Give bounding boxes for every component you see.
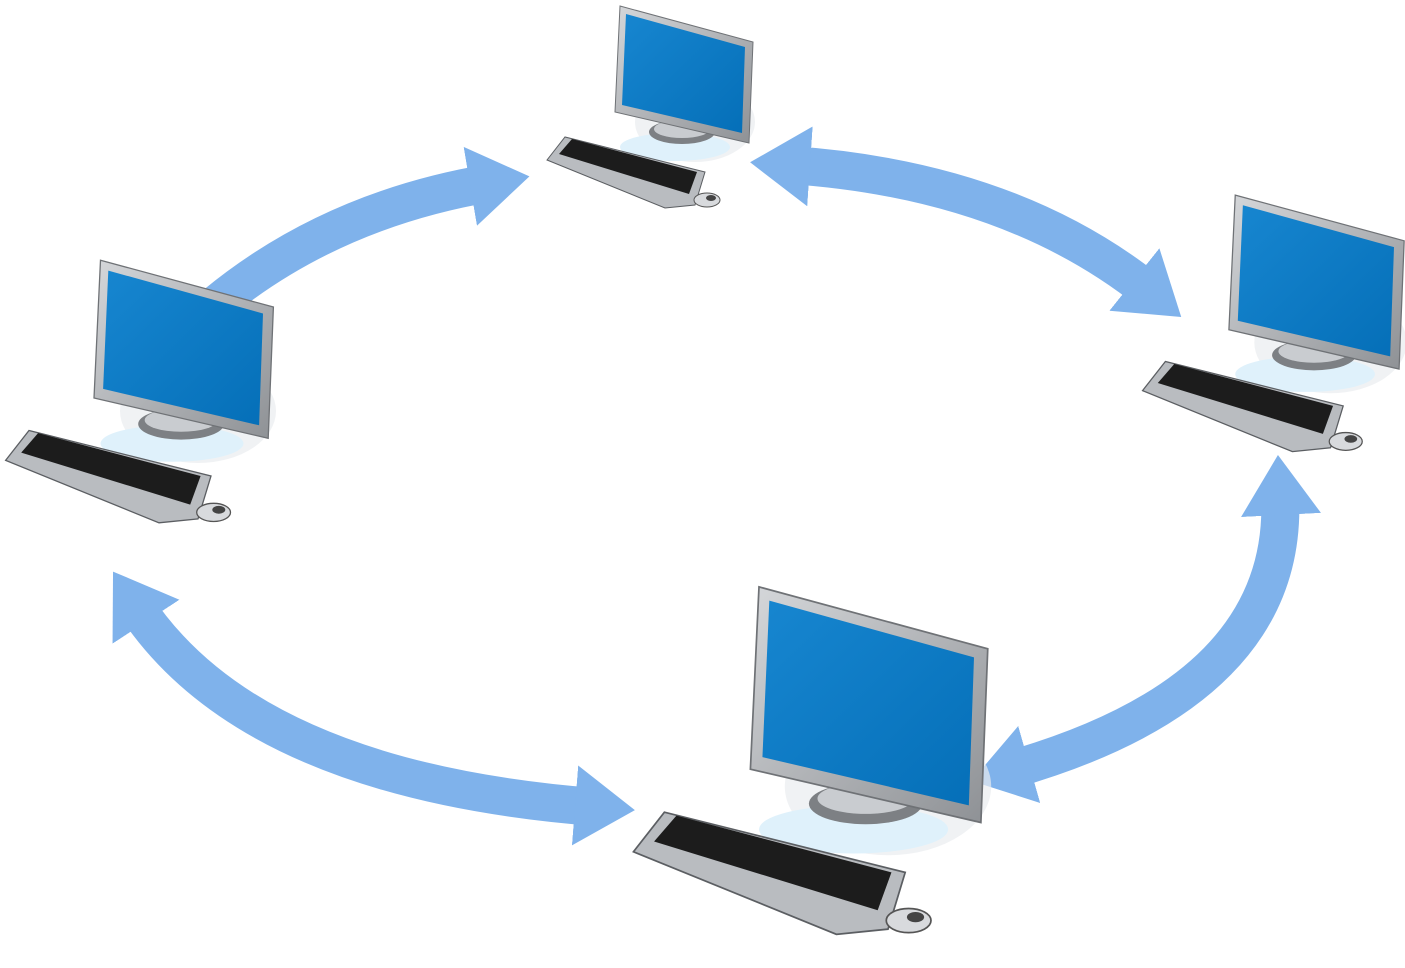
- connection-arrows: [112, 126, 1321, 846]
- keyboard: [1141, 360, 1345, 453]
- keyboard: [4, 429, 212, 524]
- mouse-button: [1344, 435, 1358, 443]
- mouse-button: [706, 195, 716, 201]
- keyboard: [632, 811, 907, 936]
- computer-right-desktop-computer-icon: [1141, 194, 1405, 453]
- mouse: [196, 502, 232, 523]
- monitor-screen: [1237, 205, 1394, 357]
- keyboard-keys: [559, 139, 697, 194]
- monitor-screen: [762, 600, 974, 806]
- arrow-top-right: [750, 126, 1182, 317]
- mouse: [1328, 431, 1363, 451]
- mouse-body: [885, 907, 932, 934]
- arrow-left-to-top: [202, 146, 530, 320]
- monitor: [93, 259, 275, 440]
- mouse-button: [212, 505, 226, 514]
- monitor: [749, 585, 989, 825]
- monitor: [1228, 194, 1405, 371]
- mouse-body: [1328, 431, 1363, 451]
- computer-bottom-desktop-computer-icon: [632, 585, 992, 936]
- keyboard-keys: [654, 815, 892, 911]
- mouse-button: [906, 911, 925, 923]
- monitor: [614, 5, 754, 144]
- arrow-right-bottom: [971, 455, 1321, 803]
- monitor-screen: [103, 270, 263, 426]
- keyboard: [546, 136, 706, 209]
- computer-top-desktop-computer-icon: [546, 5, 755, 209]
- arrow-bottom-left: [112, 571, 635, 846]
- mouse: [885, 907, 932, 934]
- mouse: [693, 192, 721, 208]
- monitor-screen: [622, 14, 745, 133]
- mouse-body: [196, 502, 232, 523]
- keyboard-keys: [1157, 363, 1334, 434]
- keyboard-keys: [21, 433, 201, 505]
- mouse-body: [693, 192, 721, 208]
- computer-left-desktop-computer-icon: [4, 259, 276, 524]
